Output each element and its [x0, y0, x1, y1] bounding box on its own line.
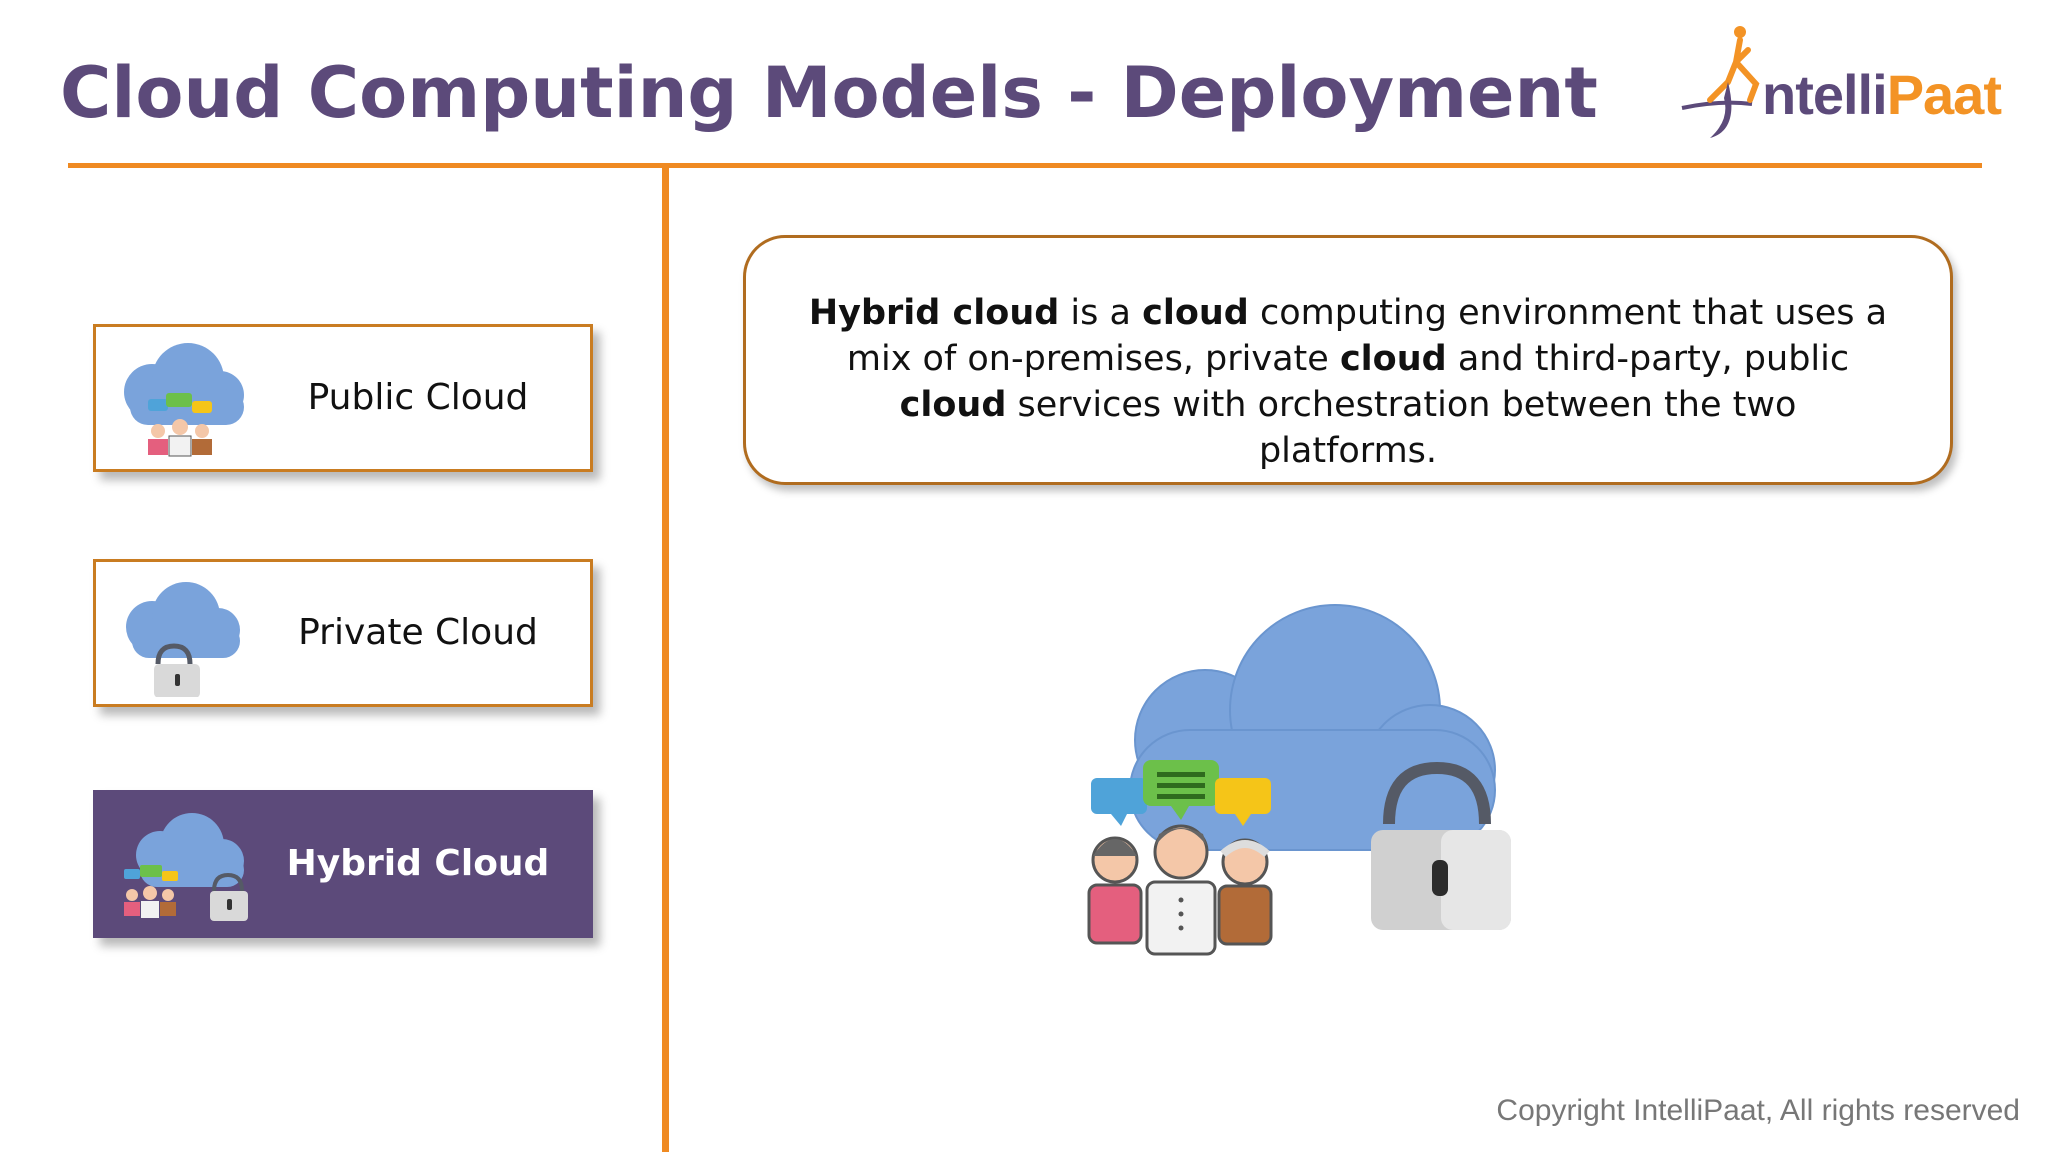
option-private-cloud[interactable]: Private Cloud — [93, 559, 593, 707]
description-bold-term: cloud — [899, 385, 1007, 425]
option-label: Public Cloud — [307, 377, 529, 418]
logo-text-paat: Paat — [1886, 63, 2002, 126]
option-public-cloud[interactable]: Public Cloud — [93, 324, 593, 472]
hybrid-cloud-icon — [124, 813, 248, 921]
description-segment: and third-party, public — [1446, 339, 1850, 379]
description-segment: computing environment that uses a mix of… — [846, 293, 1888, 379]
private-cloud-icon — [126, 582, 240, 697]
slide-title: Cloud Computing Models - Deployment — [60, 52, 1598, 134]
description-text: Hybrid cloud is a cloud computing enviro… — [809, 293, 1887, 471]
hybrid-cloud-illustration-icon — [1087, 604, 1511, 956]
description-bold-term: cloud — [1339, 339, 1447, 379]
vertical-divider — [662, 168, 669, 1152]
option-label: Private Cloud — [298, 612, 538, 653]
intellipaat-logo: ntelliPaat — [1670, 20, 2002, 140]
copyright-text: Copyright IntelliPaat, All rights reserv… — [1496, 1094, 2020, 1127]
description-segment: is a — [1059, 293, 1143, 333]
description-segment: services with orchestration between the … — [1006, 385, 1797, 471]
header-divider — [68, 163, 1982, 168]
description-bold-term: Hybrid cloud — [808, 293, 1060, 333]
option-hybrid-cloud[interactable]: Hybrid Cloud — [93, 790, 593, 938]
public-cloud-icon — [124, 343, 244, 457]
option-label: Hybrid Cloud — [286, 843, 550, 884]
description-box: Hybrid cloud is a cloud computing enviro… — [743, 235, 1953, 485]
jumping-person-logo-icon — [1681, 26, 1760, 138]
description-bold-term: cloud — [1142, 293, 1249, 333]
logo-text-intelli: ntelli — [1762, 63, 1888, 126]
